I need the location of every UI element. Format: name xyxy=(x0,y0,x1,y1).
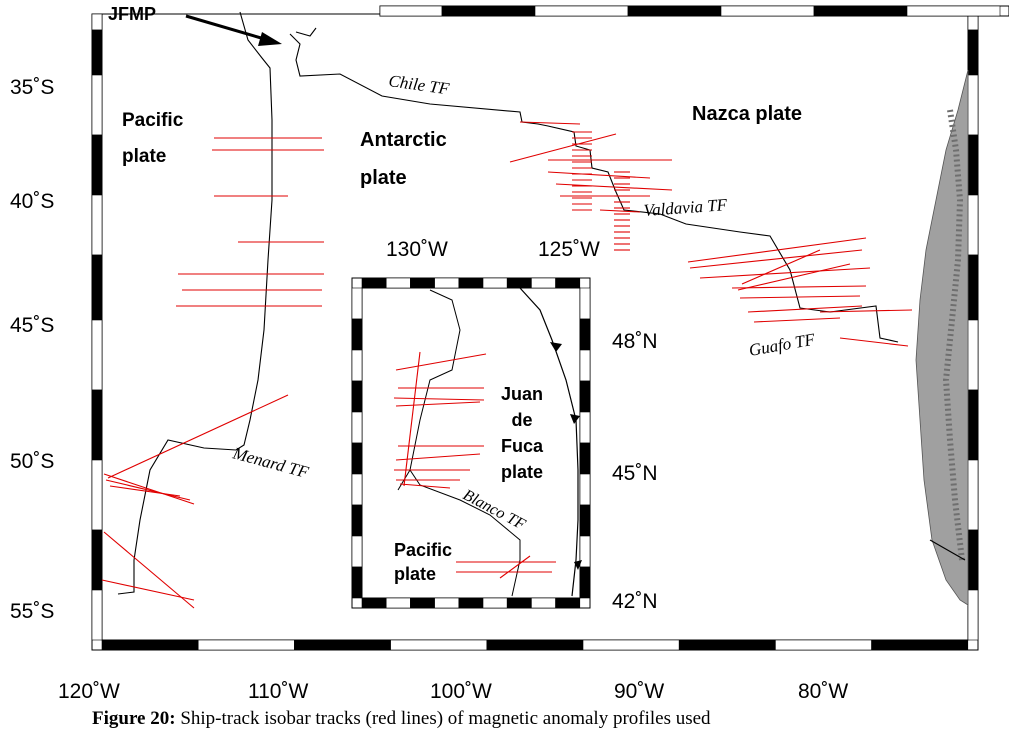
latitude-labels: 35˚S 40˚S 45˚S 50˚S 55˚S xyxy=(10,76,54,623)
lat-label: 55˚S xyxy=(10,600,54,623)
juan-de-fuca-label: Fuca xyxy=(501,436,544,456)
lat-label: 35˚S xyxy=(10,76,54,99)
pacific-plate-label: plate xyxy=(122,146,166,167)
inset-lat-label: 45˚N xyxy=(612,462,658,485)
plate-boundaries xyxy=(117,11,966,595)
lon-label: 90˚W xyxy=(614,680,664,703)
menard-tf-label: Menard TF xyxy=(230,443,311,482)
lat-label: 45˚S xyxy=(10,314,54,337)
guafo-tf-label: Guafo TF xyxy=(747,330,816,360)
valdavia-tf-label: Valdavia TF xyxy=(643,195,728,220)
caption-label: Figure 20: xyxy=(92,708,176,729)
antarctic-plate-label: Antarctic xyxy=(360,129,447,151)
caption-text: Ship-track isobar tracks (red lines) of … xyxy=(180,708,711,729)
inset-pacific-label: plate xyxy=(394,564,436,584)
lon-label: 120˚W xyxy=(58,680,120,703)
lon-label: 80˚W xyxy=(798,680,848,703)
nazca-plate-label: Nazca plate xyxy=(692,103,802,125)
antarctic-plate-label: plate xyxy=(360,167,407,189)
inset-lon-label: 130˚W xyxy=(386,238,448,261)
frame-scale-bars xyxy=(91,13,979,651)
pacific-plate-label: Pacific xyxy=(122,110,184,131)
lat-label: 40˚S xyxy=(10,190,54,213)
jfmp-callout xyxy=(185,14,282,46)
inset-map xyxy=(351,277,591,609)
juan-de-fuca-label: plate xyxy=(501,462,543,482)
juan-de-fuca-label: de xyxy=(511,410,532,430)
lat-label: 50˚S xyxy=(10,450,54,473)
jfmp-label: JFMP xyxy=(108,4,156,24)
main-map-frame xyxy=(91,13,979,651)
lon-label: 110˚W xyxy=(248,680,308,703)
inset-pacific-label: Pacific xyxy=(394,540,452,560)
inset-lat-label: 42˚N xyxy=(612,590,658,613)
lon-label: 100˚W xyxy=(430,680,492,703)
inset-lon-label: 125˚W xyxy=(538,238,600,261)
juan-de-fuca-label: Juan xyxy=(501,384,543,404)
longitude-labels: 120˚W 110˚W 100˚W 90˚W 80˚W xyxy=(58,680,848,703)
top-partial-scale-bar xyxy=(379,5,1009,17)
chile-tf-label: Chile TF xyxy=(387,71,451,98)
figure-caption: Figure 20: Ship-track isobar tracks (red… xyxy=(92,708,1002,730)
inset-lat-label: 48˚N xyxy=(612,330,658,353)
ship-track-profiles xyxy=(101,121,913,609)
south-america-coast xyxy=(915,69,969,606)
